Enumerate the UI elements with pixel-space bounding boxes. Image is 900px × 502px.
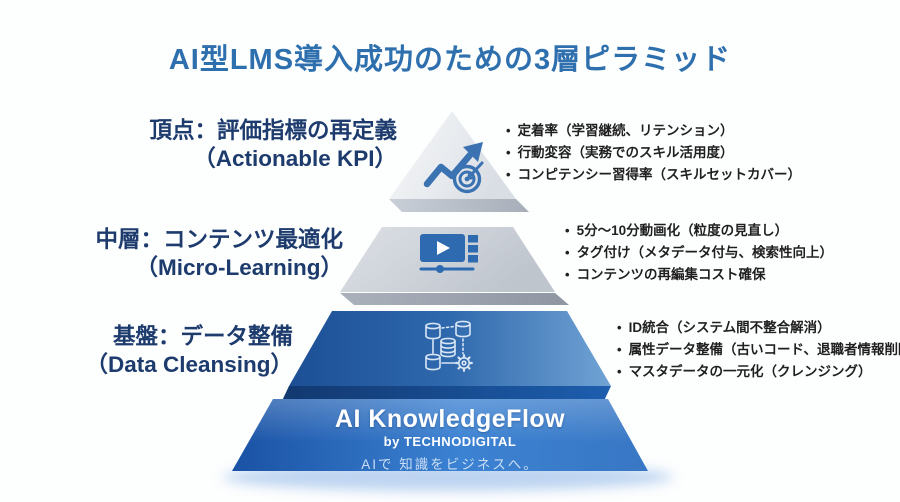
trend-target-icon (423, 142, 484, 194)
pyramid-bottom-layer (289, 311, 611, 386)
bullet-item: コンピテンシー習得率（スキルセットカバー） (506, 164, 802, 186)
label-bottom-sub: （Data Cleansing） (85, 352, 293, 377)
bullet-item: ID統合（システム間不整合解消） (617, 317, 900, 339)
bullets-top-layer: 定着率（学習継続、リテンション） 行動変容（実務でのスキル活用度） コンピテンシ… (506, 120, 802, 186)
label-top-sub: （Actionable KPI） (193, 146, 397, 171)
label-middle-layer: 中層：コンテンツ最適化 （Micro-Learning） (95, 226, 343, 282)
bullets-bottom-layer: ID統合（システム間不整合解消） 属性データ整備（古いコード、退職者情報削除） … (617, 317, 900, 383)
bullet-item: マスタデータの一元化（クレンジング） (617, 361, 900, 383)
pyramid-middle-layer (340, 227, 569, 305)
bullet-item: コンテンツの再編集コスト確保 (565, 264, 833, 286)
bullets-middle-layer: 5分〜10分動画化（粒度の見直し） タグ付け（メタデータ付与、検索性向上） コン… (565, 220, 834, 286)
label-bottom-main: 基盤：データ整備 (112, 324, 293, 349)
label-top-layer: 頂点：評価指標の再定義 （Actionable KPI） (149, 117, 397, 173)
label-middle-sub: （Micro-Learning） (135, 255, 343, 280)
bullet-item: 属性データ整備（古いコード、退職者情報削除） (617, 339, 900, 361)
bullet-item: 定着率（学習継続、リテンション） (506, 120, 801, 142)
label-bottom-layer: 基盤：データ整備 （Data Cleansing） (85, 323, 293, 379)
database-network-icon (425, 320, 473, 372)
label-middle-main: 中層：コンテンツ最適化 (95, 227, 343, 252)
brand-byline: by TECHNODIGITAL (383, 434, 517, 449)
brand-name: AI KnowledgeFlow (334, 405, 566, 433)
bullet-item: 行動変容（実務でのスキル活用度） (506, 142, 801, 164)
bullet-item: タグ付け（メタデータ付与、検索性向上） (565, 242, 834, 264)
page-title: AI型LMS導入成功のための3層ピラミッド (168, 44, 732, 76)
video-player-icon (419, 234, 478, 273)
brand-tagline: AIで 知識をビジネスへ。 (361, 457, 539, 472)
base-branding: AI KnowledgeFlow by TECHNODIGITAL AIで 知識… (250, 405, 650, 474)
label-top-main: 頂点：評価指標の再定義 (149, 118, 397, 143)
bullet-item: 5分〜10分動画化（粒度の見直し） (565, 220, 833, 242)
